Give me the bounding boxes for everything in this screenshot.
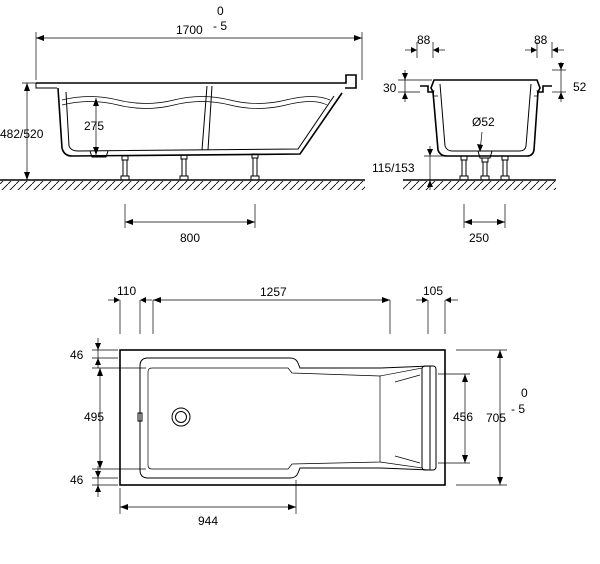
plan-drain-outer [171,407,191,427]
side-divider-bar [201,85,213,151]
dim-end-drop-right: 52 [573,80,587,94]
plan-outer-rim [119,349,446,486]
dim-plan-width: 705 [486,411,506,425]
dim-end-drain-diameter: Ø52 [472,115,495,129]
end-leg-2 [480,157,490,181]
plan-backrest [379,367,423,469]
dim-plan-basin-width: 495 [84,410,104,424]
dim-end-drop-left: 30 [383,81,397,95]
end-tub-inner [439,83,532,152]
end-leg-3 [500,155,510,181]
dim-side-height: 482/520 [0,127,44,141]
dim-plan-width-tol-upper: 0 [521,386,528,400]
dim-end-leg-spacing: 250 [469,231,489,245]
plan-basin-outline [139,357,431,479]
end-floor-hatch [403,181,556,190]
plan-overflow [137,412,143,422]
end-rim [420,79,552,93]
dim-plan-basin-length: 1257 [260,285,287,299]
side-tub-body [57,87,343,157]
side-rim [36,74,357,89]
dim-side-length: 1700 [176,23,203,37]
end-tub-body [432,91,539,157]
side-tub-inner [65,91,335,152]
plan-drain-inner [175,411,187,423]
side-drain-bump [89,150,109,158]
end-view: 88 88 30 52 Ø52 115/153 [372,33,587,245]
plan-basin-floor [147,367,381,470]
dim-plan-bottom-length: 944 [198,514,218,528]
dim-end-rim-right: 88 [534,33,548,47]
plan-headrest [421,365,437,471]
dim-end-leg-height: 115/153 [372,161,415,175]
side-leg-1 [120,155,130,181]
side-leg-3 [250,153,260,181]
side-leg-2 [179,154,189,181]
dim-side-length-tol-lower: - 5 [213,19,227,33]
side-rim-left-edge [35,83,57,89]
dim-plan-right-offset: 105 [423,284,443,298]
dim-plan-edge-top: 46 [70,348,84,362]
end-drain-outlet [477,150,493,159]
side-view: 1700 0 - 5 482/520 275 800 [0,4,365,245]
dim-side-depth: 275 [84,119,104,133]
dim-plan-left-offset: 110 [117,284,136,298]
dim-end-rim-left: 88 [417,33,431,47]
dim-plan-width-tol-lower: - 5 [511,402,525,416]
dim-side-length-tol-upper: 0 [217,4,224,18]
dim-plan-rest-width: 456 [453,410,473,424]
plan-view: 110 1257 105 46 495 [70,284,528,528]
dim-plan-edge-bottom: 46 [70,473,84,487]
end-leg-1 [459,155,469,181]
side-floor-hatch [0,181,365,190]
side-water-wave-upper [61,96,331,104]
dim-leg-spacing: 800 [180,231,200,245]
side-water-wave-lower [61,101,328,109]
